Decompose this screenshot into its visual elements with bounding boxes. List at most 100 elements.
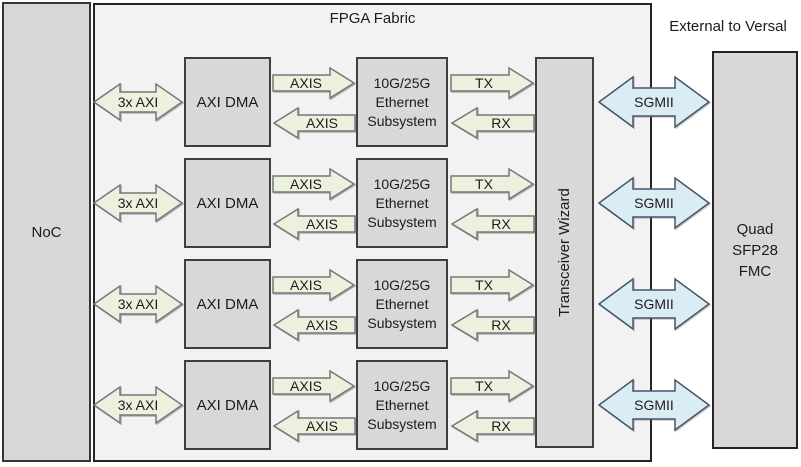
noc-axi-arrow: 3x AXI bbox=[92, 385, 184, 425]
sfp-label-line3: FMC bbox=[738, 262, 772, 280]
noc-label: NoC bbox=[31, 223, 62, 241]
eth-label-line2: Ethernet bbox=[375, 194, 429, 211]
right-arrow-icon bbox=[450, 268, 535, 302]
ethernet-subsystem-block: 10G/25G Ethernet Subsystem bbox=[356, 259, 448, 349]
rx-label: RX bbox=[491, 216, 511, 232]
axis-rx-label: AXIS bbox=[306, 115, 338, 131]
axis-rx-arrow: AXIS bbox=[272, 409, 356, 443]
rx-label: RX bbox=[491, 115, 511, 131]
axis-tx-label: AXIS bbox=[290, 378, 322, 394]
tx-label: TX bbox=[475, 378, 493, 394]
noc-axi-arrow: 3x AXI bbox=[92, 183, 184, 223]
tx-label: TX bbox=[475, 176, 493, 192]
axis-rx-arrow: AXIS bbox=[272, 106, 356, 140]
sgmii-label: SGMII bbox=[634, 397, 674, 413]
noc-axi-arrow-label: 3x AXI bbox=[117, 195, 159, 211]
axi-dma-block: AXI DMA bbox=[184, 360, 271, 450]
external-region-label: External to Versal bbox=[669, 18, 787, 35]
left-arrow-icon bbox=[450, 207, 535, 241]
axis-tx-label: AXIS bbox=[290, 176, 322, 192]
tx-arrow: TX bbox=[450, 66, 535, 100]
left-arrow-icon bbox=[450, 106, 535, 140]
axi-dma-block: AXI DMA bbox=[184, 158, 271, 248]
sfp-label-line1: Quad bbox=[736, 220, 774, 238]
axis-rx-arrow: AXIS bbox=[272, 207, 356, 241]
right-arrow-icon bbox=[450, 167, 535, 201]
right-arrow-icon bbox=[450, 369, 535, 403]
noc-axi-arrow: 3x AXI bbox=[92, 284, 184, 324]
axi-dma-label: AXI DMA bbox=[196, 93, 259, 111]
axis-tx-arrow: AXIS bbox=[272, 369, 356, 403]
tx-arrow: TX bbox=[450, 268, 535, 302]
noc-axi-arrow-label: 3x AXI bbox=[117, 94, 159, 110]
rx-arrow: RX bbox=[450, 409, 535, 443]
axis-tx-label: AXIS bbox=[290, 277, 322, 293]
left-arrow-icon bbox=[272, 207, 356, 241]
sgmii-arrow: SGMII bbox=[597, 277, 711, 331]
sgmii-arrow: SGMII bbox=[597, 378, 711, 432]
ethernet-subsystem-block: 10G/25G Ethernet Subsystem bbox=[356, 360, 448, 450]
noc-axi-arrow-label: 3x AXI bbox=[117, 296, 159, 312]
right-arrow-icon bbox=[272, 66, 356, 100]
ethernet-subsystem-block: 10G/25G Ethernet Subsystem bbox=[356, 57, 448, 147]
eth-label-line1: 10G/25G bbox=[373, 74, 431, 91]
eth-label-line3: Subsystem bbox=[367, 415, 437, 432]
sfp-label-line2: SFP28 bbox=[732, 241, 778, 259]
right-arrow-icon bbox=[272, 268, 356, 302]
rx-label: RX bbox=[491, 317, 511, 333]
tx-label: TX bbox=[475, 75, 493, 91]
left-arrow-icon bbox=[272, 308, 356, 342]
axis-rx-label: AXIS bbox=[306, 216, 338, 232]
axis-rx-label: AXIS bbox=[306, 418, 338, 434]
right-arrow-icon bbox=[272, 167, 356, 201]
rx-arrow: RX bbox=[450, 207, 535, 241]
sgmii-arrow: SGMII bbox=[597, 176, 711, 230]
right-arrow-icon bbox=[272, 369, 356, 403]
left-arrow-icon bbox=[450, 308, 535, 342]
bidirectional-arrow-icon bbox=[92, 385, 184, 425]
eth-label-line2: Ethernet bbox=[375, 295, 429, 312]
eth-label-line2: Ethernet bbox=[375, 93, 429, 110]
bidirectional-arrow-icon bbox=[92, 183, 184, 223]
bidirectional-arrow-icon bbox=[597, 176, 711, 230]
axis-tx-label: AXIS bbox=[290, 75, 322, 91]
axi-dma-label: AXI DMA bbox=[196, 194, 259, 212]
rx-arrow: RX bbox=[450, 106, 535, 140]
transceiver-wizard-label: Transceiver Wizard bbox=[556, 188, 574, 317]
rx-arrow: RX bbox=[450, 308, 535, 342]
eth-label-line3: Subsystem bbox=[367, 112, 437, 129]
noc-axi-arrow: 3x AXI bbox=[92, 82, 184, 122]
eth-label-line1: 10G/25G bbox=[373, 276, 431, 293]
sgmii-label: SGMII bbox=[634, 94, 674, 110]
bidirectional-arrow-icon bbox=[597, 378, 711, 432]
tx-label: TX bbox=[475, 277, 493, 293]
sgmii-arrow: SGMII bbox=[597, 75, 711, 129]
eth-label-line2: Ethernet bbox=[375, 396, 429, 413]
tx-arrow: TX bbox=[450, 369, 535, 403]
axis-rx-label: AXIS bbox=[306, 317, 338, 333]
axis-tx-arrow: AXIS bbox=[272, 167, 356, 201]
axi-dma-block: AXI DMA bbox=[184, 259, 271, 349]
right-arrow-icon bbox=[450, 66, 535, 100]
axi-dma-label: AXI DMA bbox=[196, 295, 259, 313]
sgmii-label: SGMII bbox=[634, 195, 674, 211]
axis-tx-arrow: AXIS bbox=[272, 268, 356, 302]
bidirectional-arrow-icon bbox=[597, 277, 711, 331]
left-arrow-icon bbox=[450, 409, 535, 443]
noc-axi-arrow-label: 3x AXI bbox=[117, 397, 159, 413]
eth-label-line1: 10G/25G bbox=[373, 175, 431, 192]
quad-sfp28-fmc-block: Quad SFP28 FMC bbox=[712, 51, 798, 449]
left-arrow-icon bbox=[272, 409, 356, 443]
noc-block: NoC bbox=[2, 2, 91, 462]
left-arrow-icon bbox=[272, 106, 356, 140]
bidirectional-arrow-icon bbox=[597, 75, 711, 129]
axi-dma-block: AXI DMA bbox=[184, 57, 271, 147]
eth-label-line3: Subsystem bbox=[367, 314, 437, 331]
axis-rx-arrow: AXIS bbox=[272, 308, 356, 342]
axis-tx-arrow: AXIS bbox=[272, 66, 356, 100]
eth-label-line1: 10G/25G bbox=[373, 377, 431, 394]
eth-label-line3: Subsystem bbox=[367, 213, 437, 230]
fpga-fabric-title: FPGA Fabric bbox=[329, 10, 416, 27]
tx-arrow: TX bbox=[450, 167, 535, 201]
